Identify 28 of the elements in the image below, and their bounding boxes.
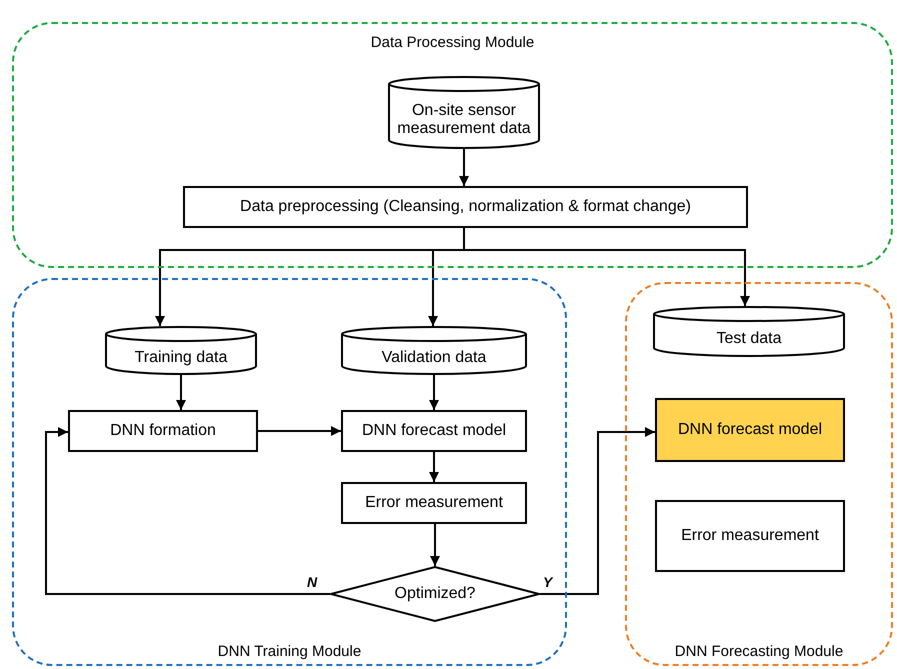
node-label: On-site sensor measurement data — [396, 102, 532, 138]
node-label: Test data — [716, 330, 782, 348]
process-box: Error measurement — [341, 482, 527, 524]
process-box: DNN forecast model — [655, 398, 845, 462]
module-region — [625, 282, 893, 666]
module-region — [12, 278, 567, 666]
arrow — [429, 374, 439, 410]
edge-label: N — [306, 574, 318, 590]
arrow — [430, 524, 440, 566]
arrow — [45, 427, 330, 595]
arrow — [429, 452, 439, 482]
process-box: DNN formation — [68, 410, 258, 452]
process-box: Data preprocessing (Cleansing, normalization & format change) — [183, 186, 748, 228]
arrow — [176, 374, 186, 410]
edge-label: Y — [542, 574, 554, 590]
arrow — [459, 148, 469, 186]
module-title: DNN Training Module — [218, 643, 362, 660]
node-label: Validation data — [382, 349, 486, 367]
process-box: Error measurement — [655, 500, 845, 572]
module-title: DNN Forecasting Module — [674, 643, 844, 660]
module-title: Data Processing Module — [370, 34, 534, 51]
node-label: Optimized? — [394, 585, 476, 603]
process-box: DNN forecast model — [341, 410, 527, 452]
arrow — [463, 228, 750, 306]
arrow — [258, 426, 341, 436]
module-region — [12, 22, 893, 268]
arrow — [540, 427, 655, 595]
node-label: Training data — [134, 349, 228, 367]
